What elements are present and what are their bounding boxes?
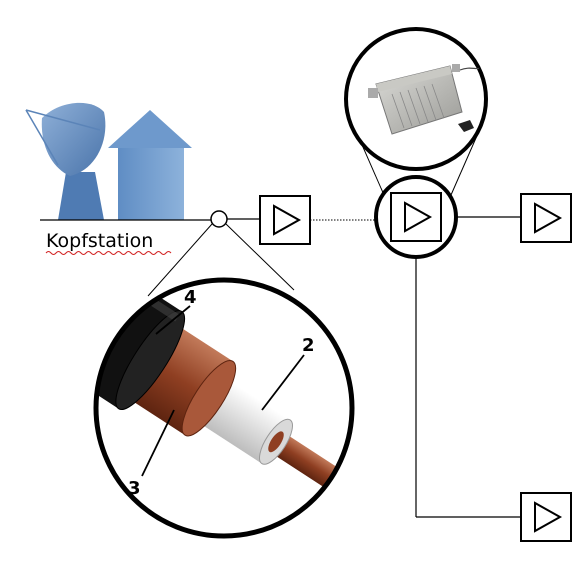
label-dielectric: 2 xyxy=(302,335,315,356)
house-icon xyxy=(108,110,192,220)
label-outer-jacket: 4 xyxy=(184,287,197,308)
headend-label: Kopfstation xyxy=(46,230,153,252)
amplifier-housing-photo xyxy=(344,27,488,171)
amplifier-3 xyxy=(520,193,572,243)
satellite-dish-icon xyxy=(25,102,106,220)
zoom-line-right xyxy=(225,223,295,291)
cable-detail-marker xyxy=(210,210,228,228)
spellcheck-underline xyxy=(45,251,172,255)
amplifier-2 xyxy=(390,192,442,242)
zoom-line-left xyxy=(147,223,213,297)
amplifier-triangle-icon xyxy=(273,204,302,236)
amplifier-4 xyxy=(520,492,572,542)
amplifier-1 xyxy=(259,195,311,245)
amplifier-triangle-icon xyxy=(404,201,433,233)
coaxial-cable-illustration xyxy=(46,237,366,539)
label-shield: 3 xyxy=(128,478,141,499)
amplifier-triangle-icon xyxy=(534,501,563,533)
amplifier-triangle-icon xyxy=(534,202,563,234)
